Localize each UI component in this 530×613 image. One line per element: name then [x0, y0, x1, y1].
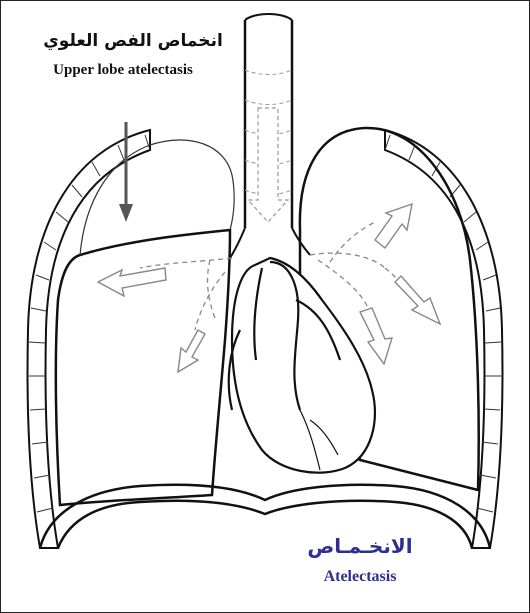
right-rib-cage	[385, 130, 503, 548]
tracheal-shift-arrow-icon	[248, 108, 288, 222]
atelectasis-english-title: Atelectasis	[300, 568, 420, 586]
main-bronchi	[230, 228, 310, 258]
left-rib-cage	[28, 130, 151, 548]
atelectasis-arabic-title: الانخـمـاص	[300, 535, 420, 558]
diaphragm	[40, 485, 490, 548]
heart	[229, 258, 375, 473]
upper-lobe-arabic-label: انخماص الفص العلوي	[28, 32, 238, 52]
upper-lobe-english-label: Upper lobe atelectasis	[48, 62, 198, 79]
